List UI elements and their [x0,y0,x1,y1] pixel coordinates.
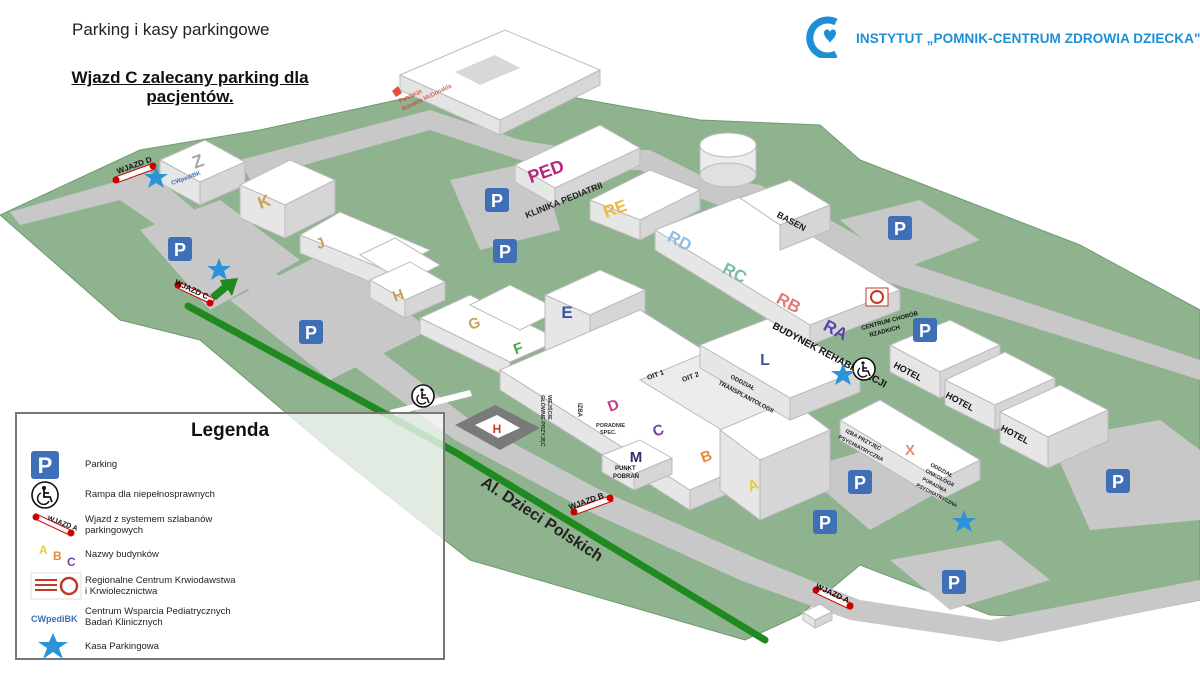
legend-item-names: A B C Nazwy budynków [17,540,443,570]
letter-c-icon: C [67,555,76,569]
rckik-logo [865,287,889,307]
inner-road [240,110,1200,380]
building-re [588,169,702,241]
parking-icon: P [31,451,59,479]
legend-label-line-1: Wjazd z systemem szlabanów [85,514,213,525]
svg-text:H: H [493,422,502,436]
legend-item-cwpedibk: CWpediBK Centrum Wsparcia Pediatrycznych… [17,604,443,634]
legend-title: Legenda [190,420,270,441]
building-x [838,399,982,501]
building-rehab [653,179,902,346]
cwpedibk-icon: CWpediBK [31,614,78,624]
route-arrow [210,278,238,300]
building-g-label: G [466,314,483,334]
legend-label: Kasa Parkingowa [85,641,159,652]
legend-item-kasa: Kasa Parkingowa [17,632,443,662]
mcdonald-logo [392,86,402,97]
wheelchair-ramp-2 [852,357,876,381]
parking-sign-6 [913,318,937,342]
wejscie-label-2: GŁÓWNE PRZYJĘĆ [539,395,547,447]
wjazd-a [801,586,854,629]
letter-b-icon: B [53,549,62,563]
parking-area-s [890,540,1050,610]
hotel-3 [998,384,1110,469]
pobran-label: POBRAŃ [613,472,639,480]
parking-sign-2 [168,237,192,261]
legend-label-line-2: Badań Klinicznych [85,617,163,628]
poradnie-label-2: SPEC. [600,430,617,436]
building-e-label: E [561,303,572,322]
heart-c-icon [806,16,838,58]
legend-item-ramp: Rampa dla niepełnosprawnych [17,480,443,510]
legend-label: Nazwy budynków [85,549,159,560]
building-jh [298,211,447,319]
legend-label-line-1: Centrum Wsparcia Pediatrycznych [85,606,231,617]
letter-a-icon: A [39,543,48,557]
recommended-route [184,302,769,644]
water-tank [699,132,757,188]
cwpedibk-icon-text: CWpediBK [31,614,78,624]
parking-area-center [230,250,430,380]
parking-sign-7 [848,470,872,494]
institute-name: INSTYTUT „POMNIK-CENTRUM ZDROWIA DZIECKA… [856,31,1200,46]
building-z [158,139,247,206]
parking-sign-4 [299,320,323,344]
parking-sign-3 [493,239,517,263]
parking-sign-10 [942,570,966,594]
izba-label: IZBA [576,403,582,418]
parking-sign-5 [888,216,912,240]
legend-label: Rampa dla niepełnosprawnych [85,489,215,500]
legend-box: Legenda P Parking Rampa dla niepełnospra… [15,412,445,660]
building-m [600,439,674,491]
wjazd-b [570,494,614,516]
legend-label-line-2: i Krwiolecznictwa [85,586,158,597]
institute-logo: INSTYTUT „POMNIK-CENTRUM ZDROWIA DZIECKA… [796,14,1200,58]
punkt-label: PUNKT [615,466,636,472]
svg-text:P: P [38,453,53,478]
parking-sign-8 [813,510,837,534]
helipad: H [455,405,540,450]
page-subtitle: Wjazd C zalecany parking dla pacjentów. [71,68,309,106]
wjazd-c [174,281,216,307]
building-letters-icon: A B C [39,543,76,569]
building-mcdonald [398,29,602,136]
page-title: Parking i kasy parkingowe [72,20,270,39]
wejscie-label-1: WEJŚCIE [546,395,553,420]
building-k [238,159,337,239]
star-icon [38,633,68,659]
parking-sign-9 [1106,469,1130,493]
legend-item-parking: P Parking [17,449,443,479]
legend-label: Parking [85,459,118,470]
building-ped [513,124,642,206]
legend-label-line-2: parkingowych [85,525,144,536]
barrier-icon: WJAZD A [32,513,78,537]
building-l-label: L [760,352,770,369]
parking-sign-1 [485,188,509,212]
rckik-logo-icon [30,572,82,600]
wheelchair-icon [31,481,59,509]
building-x-label: X [905,442,915,459]
wjazd-d [112,162,157,184]
poradnie-label-1: PORADNIE [596,423,625,429]
building-l [698,317,862,421]
legend-label-line-1: Regionalne Centrum Krwiodawstwa [85,575,236,586]
wheelchair-ramp-1 [411,384,435,408]
parking-area-west [140,200,300,310]
building-m-label: M [630,449,643,466]
